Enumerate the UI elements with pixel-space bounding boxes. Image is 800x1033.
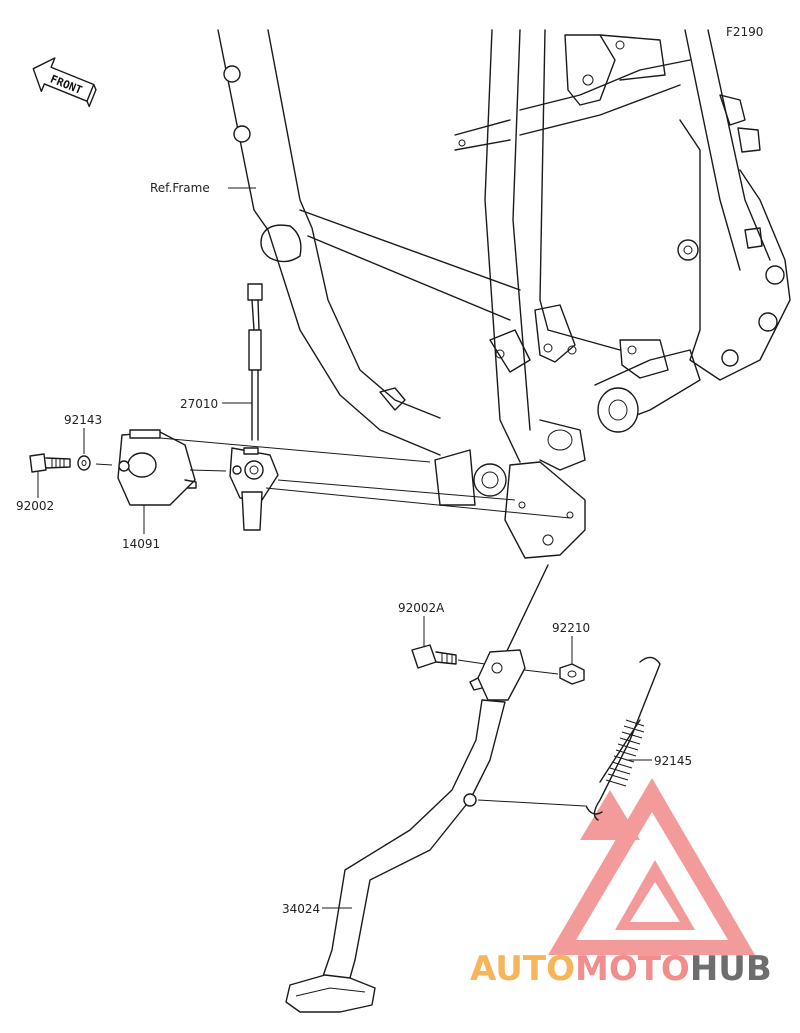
ref-frame-label: Ref.Frame	[150, 181, 210, 195]
watermark-hub: HUB	[690, 949, 772, 989]
part-number-92145: 92145	[654, 754, 692, 768]
sidestand-drawing	[285, 564, 661, 1013]
svg-text:AUTOMOTOHUB: AUTOMOTOHUB	[470, 949, 772, 989]
callout-27010: 27010	[180, 397, 253, 440]
ref-frame-callout: Ref.Frame	[150, 181, 256, 195]
watermark-auto: AUTO	[470, 949, 575, 989]
callout-92210: 92210	[552, 621, 590, 664]
callout-14091: 14091	[122, 505, 160, 551]
callout-92143: 92143	[64, 413, 102, 454]
part-number-92210: 92210	[552, 621, 590, 635]
front-arrow-icon: FRONT	[32, 57, 97, 108]
sidestand-switch-assembly	[29, 283, 571, 531]
callout-92002: 92002	[16, 472, 54, 513]
part-number-92143: 92143	[64, 413, 102, 427]
watermark-logo-icon	[548, 778, 755, 955]
watermark-text: AUTOMOTOHUB	[470, 949, 772, 989]
part-number-92002: 92002	[16, 499, 54, 513]
figure-code: F2190	[726, 25, 763, 39]
part-number-14091: 14091	[122, 537, 160, 551]
callout-92145: 92145	[626, 754, 692, 768]
callout-92002a: 92002A	[398, 601, 445, 646]
part-number-92002a: 92002A	[398, 601, 445, 615]
callout-34024: 34024	[282, 902, 352, 916]
part-number-34024: 34024	[282, 902, 320, 916]
frame-drawing	[217, 29, 791, 559]
part-number-27010: 27010	[180, 397, 218, 411]
watermark-moto: MOTO	[575, 949, 690, 989]
